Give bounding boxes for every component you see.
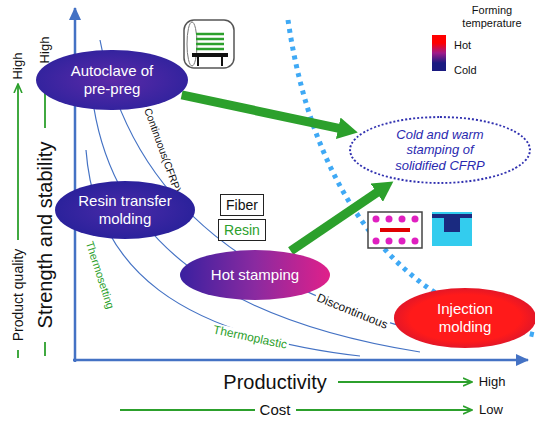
x-axis <box>73 359 528 362</box>
legend-text: Hot <box>452 39 473 52</box>
legend-swatch <box>432 63 446 71</box>
indicator-arrow <box>296 409 472 411</box>
axis-label: Cost <box>258 401 293 418</box>
indicator-dash <box>120 409 255 411</box>
mold-icon <box>432 212 472 246</box>
axis-title: Productivity <box>221 371 328 394</box>
press-icon <box>368 212 422 248</box>
flow-arrow <box>291 192 379 251</box>
node-text: Resin transfer molding <box>75 192 176 228</box>
indicator-dash <box>17 350 19 358</box>
curve-label: Discontinuous <box>313 291 392 334</box>
curve-label: Thermoplastic <box>210 323 290 353</box>
indicator-arrow <box>17 84 19 240</box>
axis-label: High <box>11 51 26 82</box>
node-text: Hot stamping <box>211 266 299 284</box>
process-ellipse: Resin transfer molding <box>55 181 195 239</box>
autoclave-icon <box>184 20 234 68</box>
curve-label: Thermosetting <box>83 238 118 313</box>
process-ellipse: Hot stamping <box>180 250 330 300</box>
legend-title: Forming temperature <box>452 4 532 29</box>
node-text: Autoclave of pre-preg <box>56 62 168 98</box>
axis-label: Low <box>477 403 505 418</box>
category-box: Fiber <box>220 194 264 216</box>
node-text: Injection molding <box>413 300 517 336</box>
process-ellipse: Autoclave of pre-preg <box>36 50 187 110</box>
flow-arrow <box>182 95 341 129</box>
indicator-dash <box>44 342 46 356</box>
process-ellipse: Injection molding <box>394 288 535 347</box>
frontier-curve <box>288 20 535 335</box>
legend-text: Cold <box>452 64 479 77</box>
legend-gradient <box>432 43 446 63</box>
axis-title: Strength and stability <box>34 140 57 331</box>
category-box: Resin <box>218 219 266 241</box>
node-text: Resin <box>224 222 260 239</box>
future-process-ellipse: Cold and warm stamping of solidified CFR… <box>349 116 532 184</box>
axis-label: High <box>38 35 53 66</box>
legend-swatch <box>432 35 446 43</box>
axis-label: Product quality <box>10 247 26 344</box>
indicator-arrow <box>338 381 472 383</box>
node-text: Fiber <box>226 197 258 214</box>
axis-label: High <box>477 375 508 390</box>
node-text: Cold and warm stamping of solidified CFR… <box>380 127 500 174</box>
